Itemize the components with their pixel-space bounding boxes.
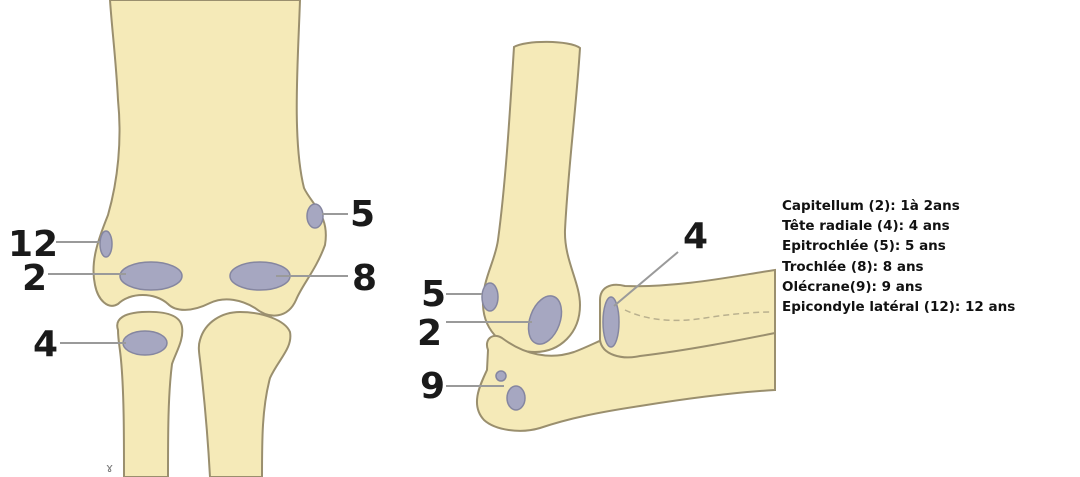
ossification-age-legend: Capitellum (2): 1à 2ans Tête radiale (4)… (782, 196, 1015, 317)
front-nucleus-4 (123, 331, 167, 355)
legend-item-olecranon: Olécrane(9): 9 ans (782, 277, 1015, 297)
front-nucleus-2 (120, 262, 182, 290)
legend-item-capitellum: Capitellum (2): 1à 2ans (782, 196, 1015, 216)
callout-side-9: 9 (420, 366, 445, 407)
legend-item-medial-epicondyle: Epitrochlée (5): 5 ans (782, 236, 1015, 256)
front-ulna (199, 312, 291, 477)
side-nucleus-9b (507, 386, 525, 410)
callout-side-5: 5 (421, 274, 446, 315)
corner-mark: ɤ (106, 461, 113, 475)
legend-item-lateral-epicondyle: Epicondyle latéral (12): 12 ans (782, 297, 1015, 317)
callout-front-5: 5 (350, 194, 375, 235)
legend-item-radial-head: Tête radiale (4): 4 ans (782, 216, 1015, 236)
side-view: 5 2 9 4 (417, 42, 775, 431)
callout-side-2: 2 (417, 313, 442, 354)
callout-front-8: 8 (352, 258, 377, 299)
legend-item-trochlea: Trochlée (8): 8 ans (782, 257, 1015, 277)
front-nucleus-5 (307, 204, 323, 228)
front-view: 12 2 4 5 8 ɤ (8, 0, 377, 477)
side-nucleus-9a (496, 371, 506, 381)
side-nucleus-5 (482, 283, 498, 311)
side-humerus (483, 42, 580, 352)
front-nucleus-12 (100, 231, 112, 257)
callout-front-4: 4 (33, 324, 58, 365)
callout-front-2: 2 (22, 258, 47, 299)
callout-side-4: 4 (683, 216, 708, 257)
